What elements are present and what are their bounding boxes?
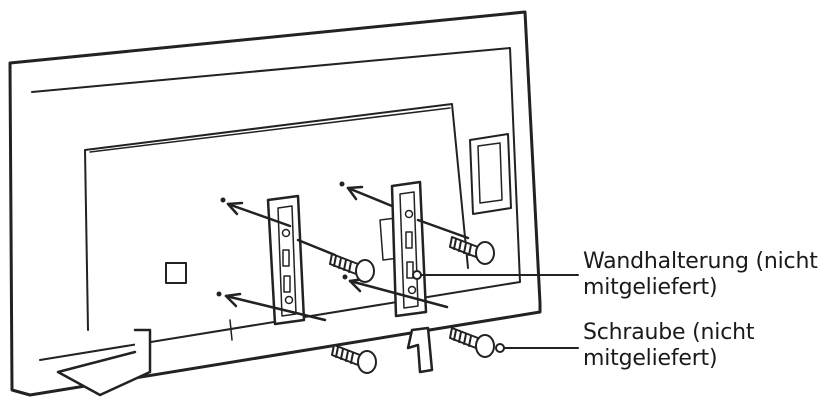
callout-wall-bracket: Wandhalterung (nicht mitgeliefert)	[583, 249, 818, 301]
wall-bracket-left	[266, 194, 306, 326]
mounting-holes	[216, 181, 348, 297]
screw-3	[331, 344, 377, 374]
port-square	[165, 262, 187, 284]
callout-screw-line2: mitgeliefert)	[583, 346, 718, 371]
screw-1	[329, 253, 375, 283]
screw-4	[449, 327, 495, 358]
insertion-arrows	[224, 185, 470, 322]
callout-screw-line1: Schraube (nicht	[583, 320, 755, 345]
tv-stand	[56, 326, 434, 397]
callout-screw: Schraube (nicht mitgeliefert)	[583, 320, 754, 372]
callout-wall-bracket-line1: Wandhalterung (nicht	[583, 249, 818, 274]
screw-2	[449, 236, 495, 265]
callout-wall-bracket-line2: mitgeliefert)	[583, 275, 718, 300]
wall-bracket-right	[390, 180, 428, 318]
screws	[329, 236, 495, 374]
callout-leaders	[412, 270, 579, 353]
